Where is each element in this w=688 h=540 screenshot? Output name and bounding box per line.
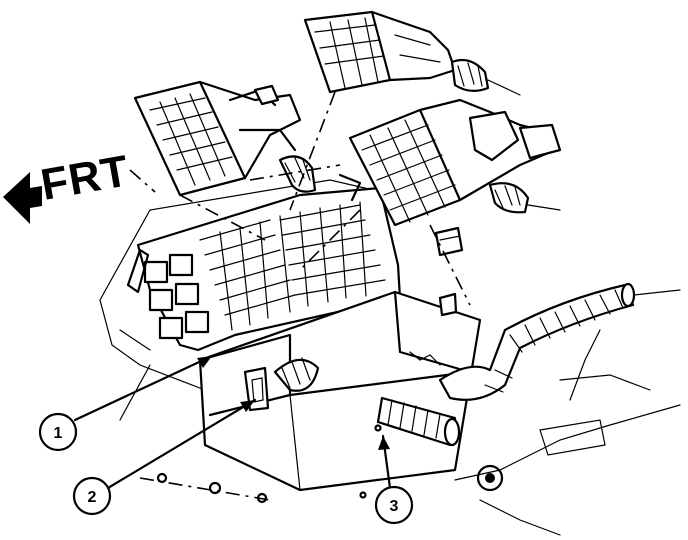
connector-right <box>299 98 562 306</box>
connector-top <box>289 10 521 211</box>
front-arrow-icon <box>3 172 42 224</box>
frt-label: FRT <box>37 146 133 210</box>
callout-1: 1 <box>38 354 214 452</box>
callout-3-number: 3 <box>390 498 399 515</box>
callout-1-number: 1 <box>54 425 63 442</box>
front-direction-indicator: FRT <box>3 146 133 224</box>
connector-left <box>129 80 341 241</box>
fuse-panel <box>126 173 402 352</box>
chassis-outline <box>99 179 681 536</box>
callout-2: 2 <box>72 398 257 516</box>
callout-3: 3 <box>374 434 414 525</box>
wiring-conduits <box>273 282 681 447</box>
callout-2-number: 2 <box>88 489 97 506</box>
